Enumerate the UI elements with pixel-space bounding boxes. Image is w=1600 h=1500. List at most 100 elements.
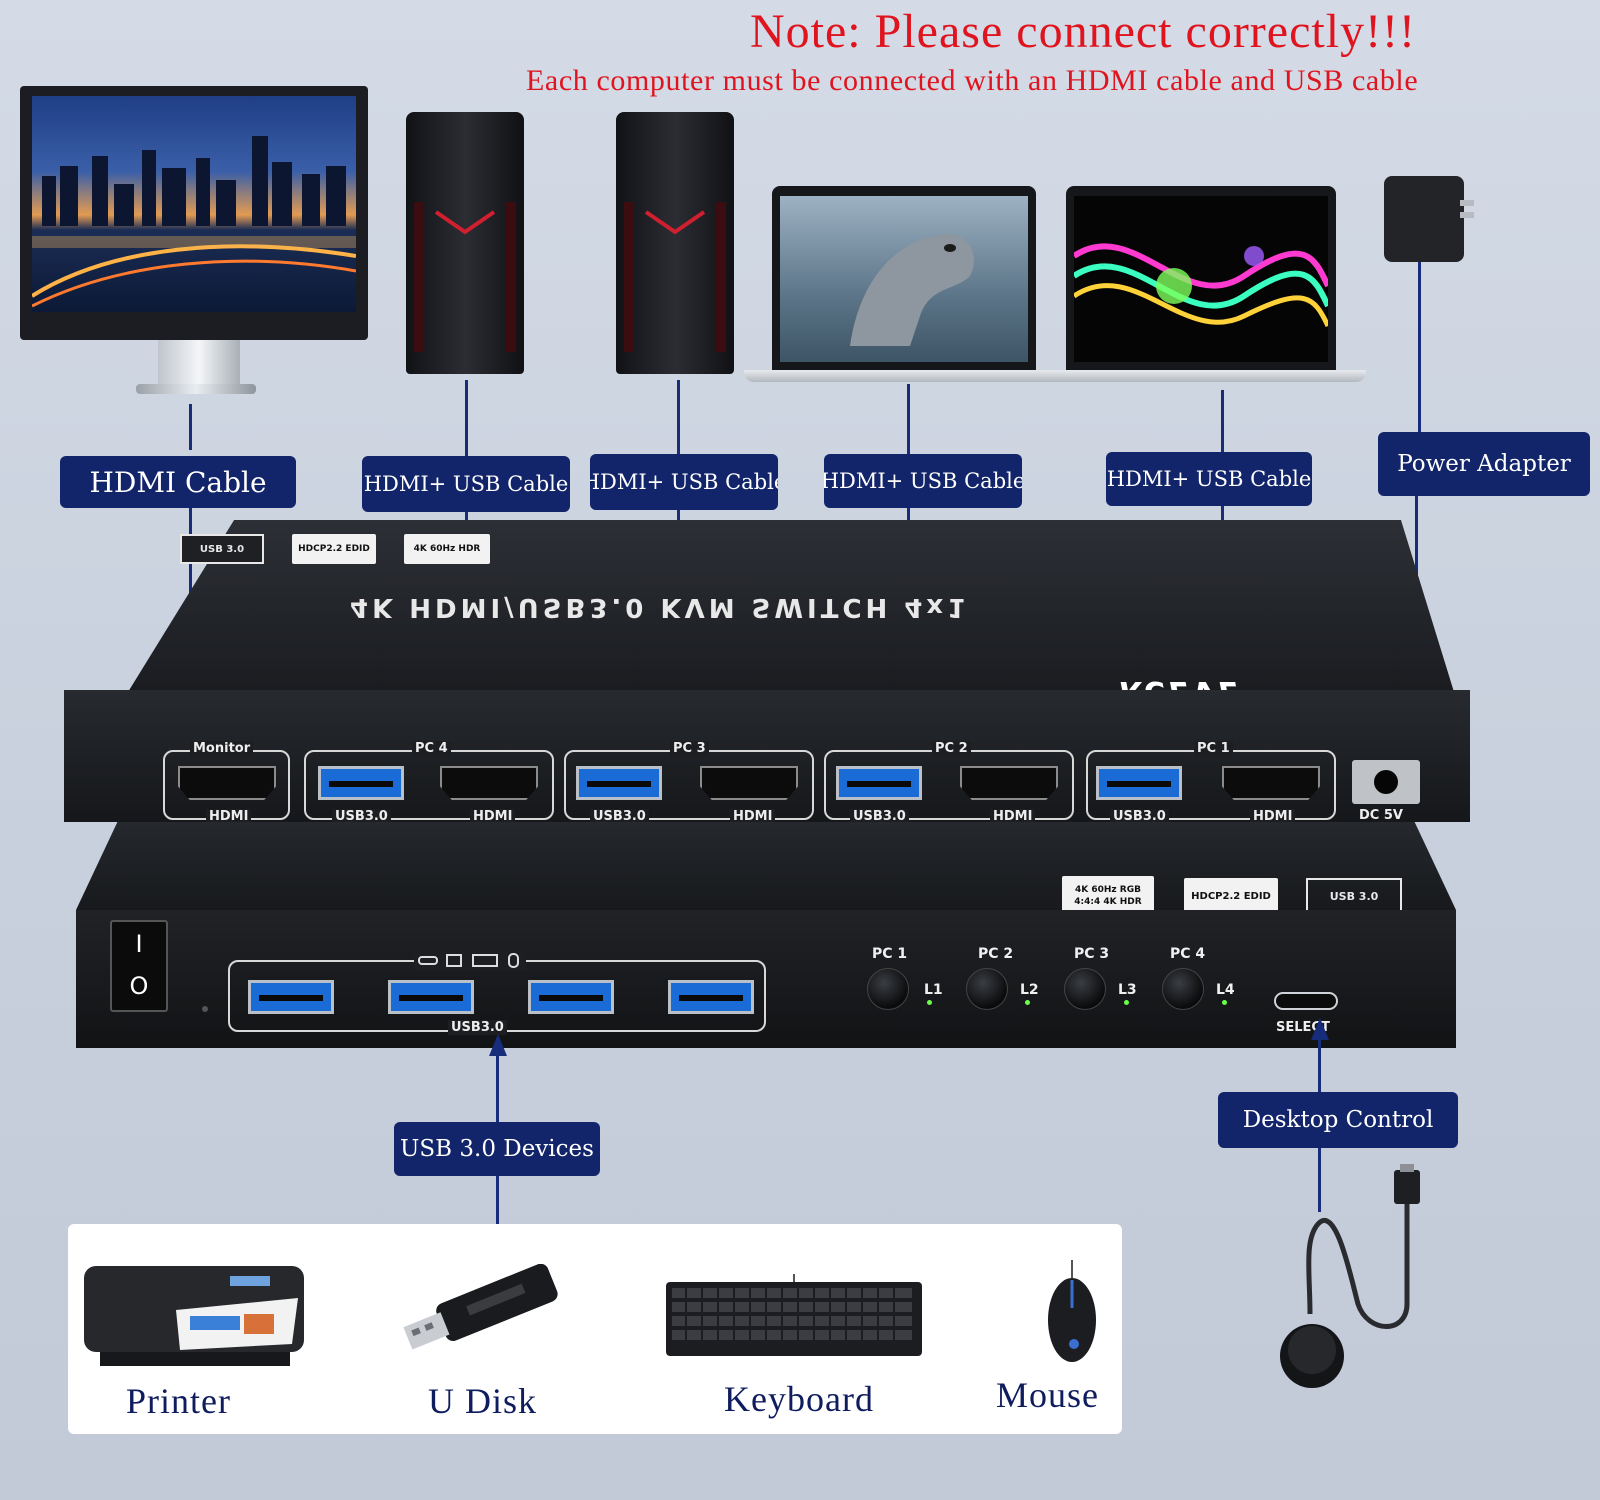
power-indicator: [202, 1006, 208, 1012]
pc4-group-title: PC 4: [412, 741, 451, 756]
device-title: 4K HDMI/USB3.0 KVM SWITCH 4x1: [350, 592, 970, 622]
u-disk-label: U Disk: [428, 1381, 538, 1421]
monitor-base: [136, 384, 256, 394]
switch-on-mark: I: [135, 930, 143, 958]
pc4-hdmi-port[interactable]: [440, 766, 538, 800]
l3-led: [1124, 1000, 1129, 1005]
adapter-prong-1: [1460, 200, 1474, 206]
front-usb-port-3[interactable]: [528, 980, 614, 1014]
pc3-hdmi-label: HDMI: [730, 809, 776, 824]
desktop-control-label: Desktop Control: [1218, 1092, 1458, 1148]
monitor-hdmi-port[interactable]: [178, 766, 276, 800]
pc2-cable-label: HDMI+ USB Cable: [824, 454, 1022, 508]
pc1-button-label: PC 1: [872, 946, 908, 962]
hdmi-cable-label: HDMI Cable: [60, 456, 296, 508]
pc1-group-title: PC 1: [1194, 741, 1233, 756]
pc2-hdmi-label: HDMI: [990, 809, 1036, 824]
l3-label: L3: [1118, 982, 1137, 998]
monitor-hdmi-label: HDMI: [206, 809, 252, 824]
pc2-group-title: PC 2: [932, 741, 971, 756]
front-badge-edid: HDCP2.2 EDID: [1184, 878, 1278, 914]
usb-devices-label: USB 3.0 Devices: [394, 1122, 600, 1176]
front-usb-icons: [414, 952, 526, 971]
l1-label: L1: [924, 982, 943, 998]
laptop-2: [1066, 186, 1336, 372]
front-badge-usb: USB 3.0: [1306, 878, 1402, 914]
laptop-2-screen: [1072, 196, 1331, 362]
pc-tower-1: [406, 112, 524, 374]
desktop-control-remote-icon: [1278, 1164, 1428, 1404]
pc3-usb-label: USB3.0: [590, 809, 649, 824]
top-badge-usb: USB 3.0: [180, 534, 264, 564]
pc3-hdmi-port[interactable]: [700, 766, 798, 800]
adapter-prong-2: [1460, 212, 1474, 218]
laptop-1-base: [744, 370, 1066, 382]
pc3-select-button[interactable]: [1064, 968, 1106, 1010]
pc3-group-title: PC 3: [670, 741, 709, 756]
pc4-cable-label: HDMI+ USB Cable: [362, 456, 570, 512]
monitor-line-top: [189, 404, 192, 450]
top-badge-4k: 4K 60Hz HDR: [404, 534, 490, 564]
pc2-select-button[interactable]: [966, 968, 1008, 1010]
top-badge-edid: HDCP2.2 EDID: [292, 534, 376, 564]
pc2-usb-port[interactable]: [836, 766, 922, 800]
laptop-1-screen: [780, 196, 1028, 362]
pc3-usb-port[interactable]: [576, 766, 662, 800]
laptop-2-base: [1048, 370, 1366, 382]
desktop-control-line-bottom: [1318, 1146, 1321, 1212]
note-title: Note: Please connect correctly!!!: [750, 5, 1417, 58]
u-disk-icon: [398, 1263, 568, 1352]
pc4-hdmi-label: HDMI: [470, 809, 516, 824]
top-badge-usb-text: USB 3.0: [199, 543, 245, 555]
pc1-usb-label: USB3.0: [1110, 809, 1169, 824]
power-switch[interactable]: I O: [110, 920, 168, 1012]
printer-label: Printer: [126, 1381, 231, 1421]
pc4-select-button[interactable]: [1162, 968, 1204, 1010]
pc1-select-button[interactable]: [867, 968, 909, 1010]
mouse-label: Mouse: [996, 1375, 1099, 1415]
laptop-1: [772, 186, 1036, 372]
front-usb-port-2[interactable]: [388, 980, 474, 1014]
pc1-hdmi-port[interactable]: [1222, 766, 1320, 800]
desktop-control-line-top: [1318, 1022, 1321, 1094]
pc2-usb-label: USB3.0: [850, 809, 909, 824]
pc4-usb-label: USB3.0: [332, 809, 391, 824]
usb-devices-line-bottom: [496, 1174, 499, 1224]
pc1-cable-label: HDMI+ USB Cable: [1106, 452, 1312, 506]
select-port[interactable]: [1274, 992, 1338, 1010]
pc3-cable-label: HDMI+ USB Cable: [590, 454, 778, 510]
front-usb-port-1[interactable]: [248, 980, 334, 1014]
usb-devices-line-top: [496, 1038, 499, 1124]
l4-label: L4: [1216, 982, 1235, 998]
l1-led: [927, 1000, 932, 1005]
front-usb-port-4[interactable]: [668, 980, 754, 1014]
pc2-hdmi-port[interactable]: [960, 766, 1058, 800]
pc1-usb-port[interactable]: [1096, 766, 1182, 800]
l4-led: [1222, 1000, 1227, 1005]
pc2-button-label: PC 2: [978, 946, 1014, 962]
front-badge-usb-text: USB 3.0: [1329, 889, 1379, 903]
monitor-stand: [158, 340, 240, 388]
front-badge-4k: 4K 60Hz RGB 4:4:4 4K HDR: [1062, 876, 1154, 916]
kvm-back-panel: [64, 690, 1470, 822]
pc1-hdmi-label: HDMI: [1250, 809, 1296, 824]
power-adapter-image: [1384, 176, 1464, 262]
pc3-button-label: PC 3: [1074, 946, 1110, 962]
switch-off-mark: O: [129, 972, 149, 1000]
mouse-icon: [1044, 1260, 1100, 1364]
dc-power-port[interactable]: [1352, 760, 1420, 804]
l2-led: [1025, 1000, 1030, 1005]
kvm-front-panel: [76, 910, 1456, 1048]
note-subtitle: Each computer must be connected with an …: [526, 64, 1419, 97]
l2-label: L2: [1020, 982, 1039, 998]
dc-label: DC 5V: [1359, 808, 1403, 823]
monitor-group-title: Monitor: [190, 741, 254, 756]
pc4-button-label: PC 4: [1170, 946, 1206, 962]
front-usb-label: USB3.0: [448, 1020, 507, 1035]
pc-tower-2: [616, 112, 734, 374]
power-line-top: [1418, 262, 1421, 434]
monitor-screen: [32, 96, 356, 312]
pc4-usb-port[interactable]: [318, 766, 404, 800]
keyboard-icon: [664, 1274, 924, 1360]
keyboard-label: Keyboard: [724, 1379, 874, 1419]
